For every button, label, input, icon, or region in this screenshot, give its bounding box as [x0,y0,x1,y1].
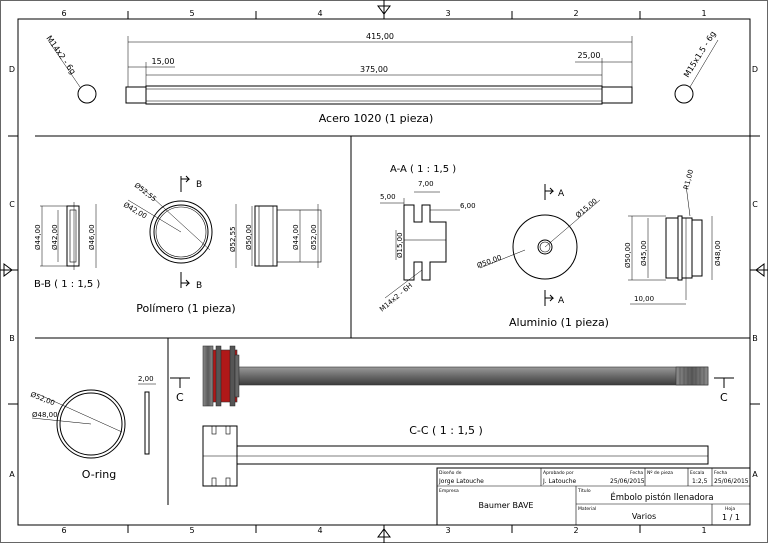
tb-company-label: Empresa [439,488,459,494]
row-label: D [752,65,758,74]
cut-letter-c-left: C [176,391,184,404]
dim-7: 7,00 [418,180,434,188]
dim-5: 5,00 [380,193,396,201]
col-label: 4 [317,526,322,535]
col-label: 3 [445,9,450,18]
dim-oring-d52: Ø52,00 [29,390,56,407]
col-label: 6 [61,9,66,18]
col-label: 6 [61,526,66,535]
dim-d45: Ø45,00 [640,240,648,266]
dim-right: 25,00 [578,51,601,60]
dim-d15b: Ø15,00 [574,197,599,220]
tb-date-label: Fecha [630,470,643,476]
dim-10: 10,00 [634,295,654,303]
tb-date-value: 25/06/2015 [610,478,645,485]
section-aa-label: A-A ( 1 : 1,5 ) [390,164,456,175]
col-label: 1 [701,9,706,18]
cut-letter-b-bottom: B [196,281,202,291]
row-label: C [9,200,15,209]
row-label: A [752,470,758,479]
thread-circle-left [77,84,97,104]
dim-d42b: Ø42,00 [122,201,148,221]
tb-title-label: Título [577,487,591,494]
dim-d46: Ø46,00 [88,224,96,250]
tb-date2-label: Fecha [714,470,727,476]
dim-left: 15,00 [152,57,175,66]
cut-letter-b-top: B [196,180,202,190]
tb-material-value: Varios [632,512,656,521]
cut-letter-a-bottom: A [558,296,565,306]
tb-sheet-label: Hoja [725,506,735,512]
tb-date2-value: 25/06/2015 [714,478,749,485]
shaft-caption: Acero 1020 (1 pieza) [319,112,434,125]
row-label: B [9,334,15,343]
dim-d52-55a: Ø52,55 [133,181,158,203]
title-block: Diseño de Jorge Latouche Aprobado por J.… [436,467,751,526]
oring-caption: O-ring [82,468,116,481]
dim-d52: Ø52,00 [310,224,318,250]
col-label: 5 [189,9,194,18]
row-label: A [9,470,15,479]
tb-design-label: Diseño de [439,470,462,476]
tb-approved-value: J. Latouche [542,478,577,485]
shaft-view: M14x2 - 6g M15x1.5 - 6g 415,00 15,00 375… [44,30,719,125]
cut-letter-a-top: A [558,189,565,199]
tb-design-value: Jorge Latouche [438,478,484,485]
dim-r1: R1,00 [682,169,695,191]
dim-d44: Ø44,00 [34,224,42,250]
dim-d50-front: Ø50,00 [476,254,503,270]
section-bb-label: B-B ( 1 : 1,5 ) [34,279,100,290]
dim-mid: 375,00 [360,65,388,74]
dim-oring-width: 2,00 [138,375,154,383]
tb-scale-value: 1:2,5 [692,478,708,485]
dim-d52-55b: Ø52,55 [229,226,237,252]
dim-d42: Ø42,00 [51,224,59,250]
thread-label-right: M15x1.5 - 6g [682,30,718,79]
tb-part-label: Nº de pieza [647,470,673,476]
row-label: B [752,334,758,343]
row-label: C [752,200,758,209]
tb-title-value: Émbolo pistón llenadora [610,491,713,503]
col-label: 5 [189,526,194,535]
thread-internal: M14x2 - 6H [378,282,414,314]
tb-scale-label: Escala [690,470,705,476]
tb-sheet-value: 1 / 1 [722,513,740,522]
tb-company-value: Baumer BAVE [479,501,534,510]
polymer-view: Ø44,00 Ø42,00 Ø46,00 B-B ( 1 : 1,5 ) Ø52… [34,175,322,315]
polymer-caption: Polímero (1 pieza) [136,302,235,315]
dim-d48: Ø48,00 [714,240,722,266]
aluminium-view: A-A ( 1 : 1,5 ) 5,00 7,00 6,00 Ø15,00 M1… [378,164,722,329]
dim-d50-side: Ø50,00 [624,242,632,268]
dim-6: 6,00 [460,202,476,210]
oring-view: Ø52,00 Ø48,00 2,00 O-ring [29,375,156,481]
section-cc-label: C-C ( 1 : 1,5 ) [409,424,483,437]
col-label: 2 [573,9,578,18]
dim-d50: Ø50,00 [245,224,253,250]
col-label: 1 [701,526,706,535]
aluminium-caption: Aluminio (1 pieza) [509,316,609,329]
dim-oring-d48: Ø48,00 [32,411,58,419]
cut-letter-c-right: C [720,391,728,404]
col-label: 4 [317,9,322,18]
tb-material-label: Material [578,506,596,512]
dim-d15: Ø15,00 [396,232,404,258]
dim-total: 415,00 [366,32,394,41]
dim-d44b: Ø44,00 [292,224,300,250]
thread-circle-right [674,84,694,104]
col-label: 2 [573,526,578,535]
assembly-view: C C C-C ( 1 : 1,5 ) [170,345,734,487]
tb-approved-label: Aprobado por [543,470,574,476]
thread-label-left: M14x2 - 6g [44,34,77,76]
col-label: 3 [445,526,450,535]
section-dividers [35,135,750,505]
row-label: D [9,65,15,74]
